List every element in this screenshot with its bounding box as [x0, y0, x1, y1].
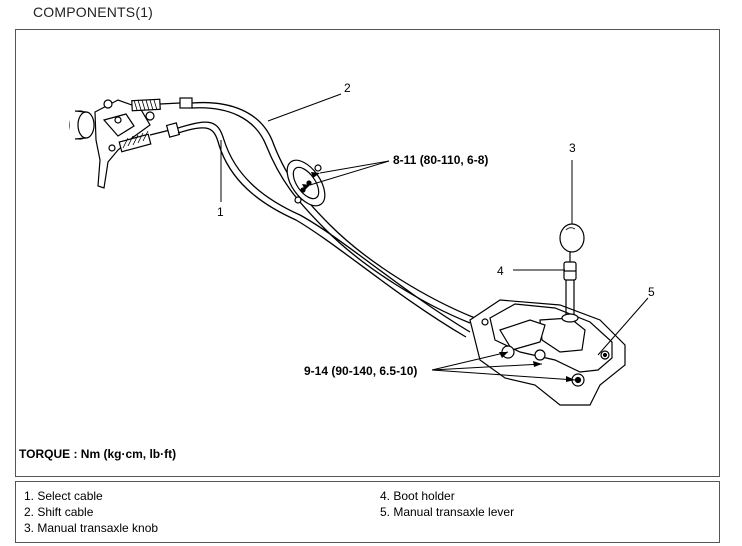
legend-item-shift-cable: 2. Shift cable	[24, 505, 94, 519]
cable-end-assembly	[69, 97, 193, 189]
select-cable	[191, 101, 476, 324]
leader-lines	[220, 93, 649, 381]
legend-item-boot-holder: 4. Boot holder	[380, 489, 455, 503]
callout-3: 3	[569, 141, 576, 155]
lever-rod	[561, 280, 579, 323]
page-title: COMPONENTS(1)	[33, 4, 154, 20]
callout-1: 1	[217, 205, 224, 219]
lever-base-assembly	[469, 299, 626, 406]
legend-item-transaxle-knob: 3. Manual transaxle knob	[24, 521, 159, 535]
callout-2: 2	[344, 81, 351, 95]
cable-grommet	[286, 159, 326, 207]
legend-item-transaxle-lever: 5. Manual transaxle lever	[380, 505, 515, 519]
transaxle-knob	[559, 223, 585, 262]
callout-4: 4	[497, 264, 504, 278]
torque-label-cable-bracket: 8-11 (80-110, 6-8)	[393, 153, 488, 167]
boot-holder	[563, 261, 577, 281]
legend-column-right: 4. Boot holder 5. Manual transaxle lever	[380, 488, 514, 520]
legend-item-select-cable: 1. Select cable	[24, 489, 103, 503]
legend-column-left: 1. Select cable 2. Shift cable 3. Manual…	[24, 488, 158, 536]
callout-5: 5	[648, 285, 655, 299]
shift-cable	[177, 121, 471, 338]
diagram-frame	[15, 29, 720, 477]
torque-label-lever-mount: 9-14 (90-140, 6.5-10)	[304, 364, 417, 378]
torque-unit-note: TORQUE : Nm (kg·cm, lb·ft)	[19, 447, 177, 461]
parts-legend: 1. Select cable 2. Shift cable 3. Manual…	[15, 481, 720, 543]
leader-arrowheads	[302, 172, 575, 382]
